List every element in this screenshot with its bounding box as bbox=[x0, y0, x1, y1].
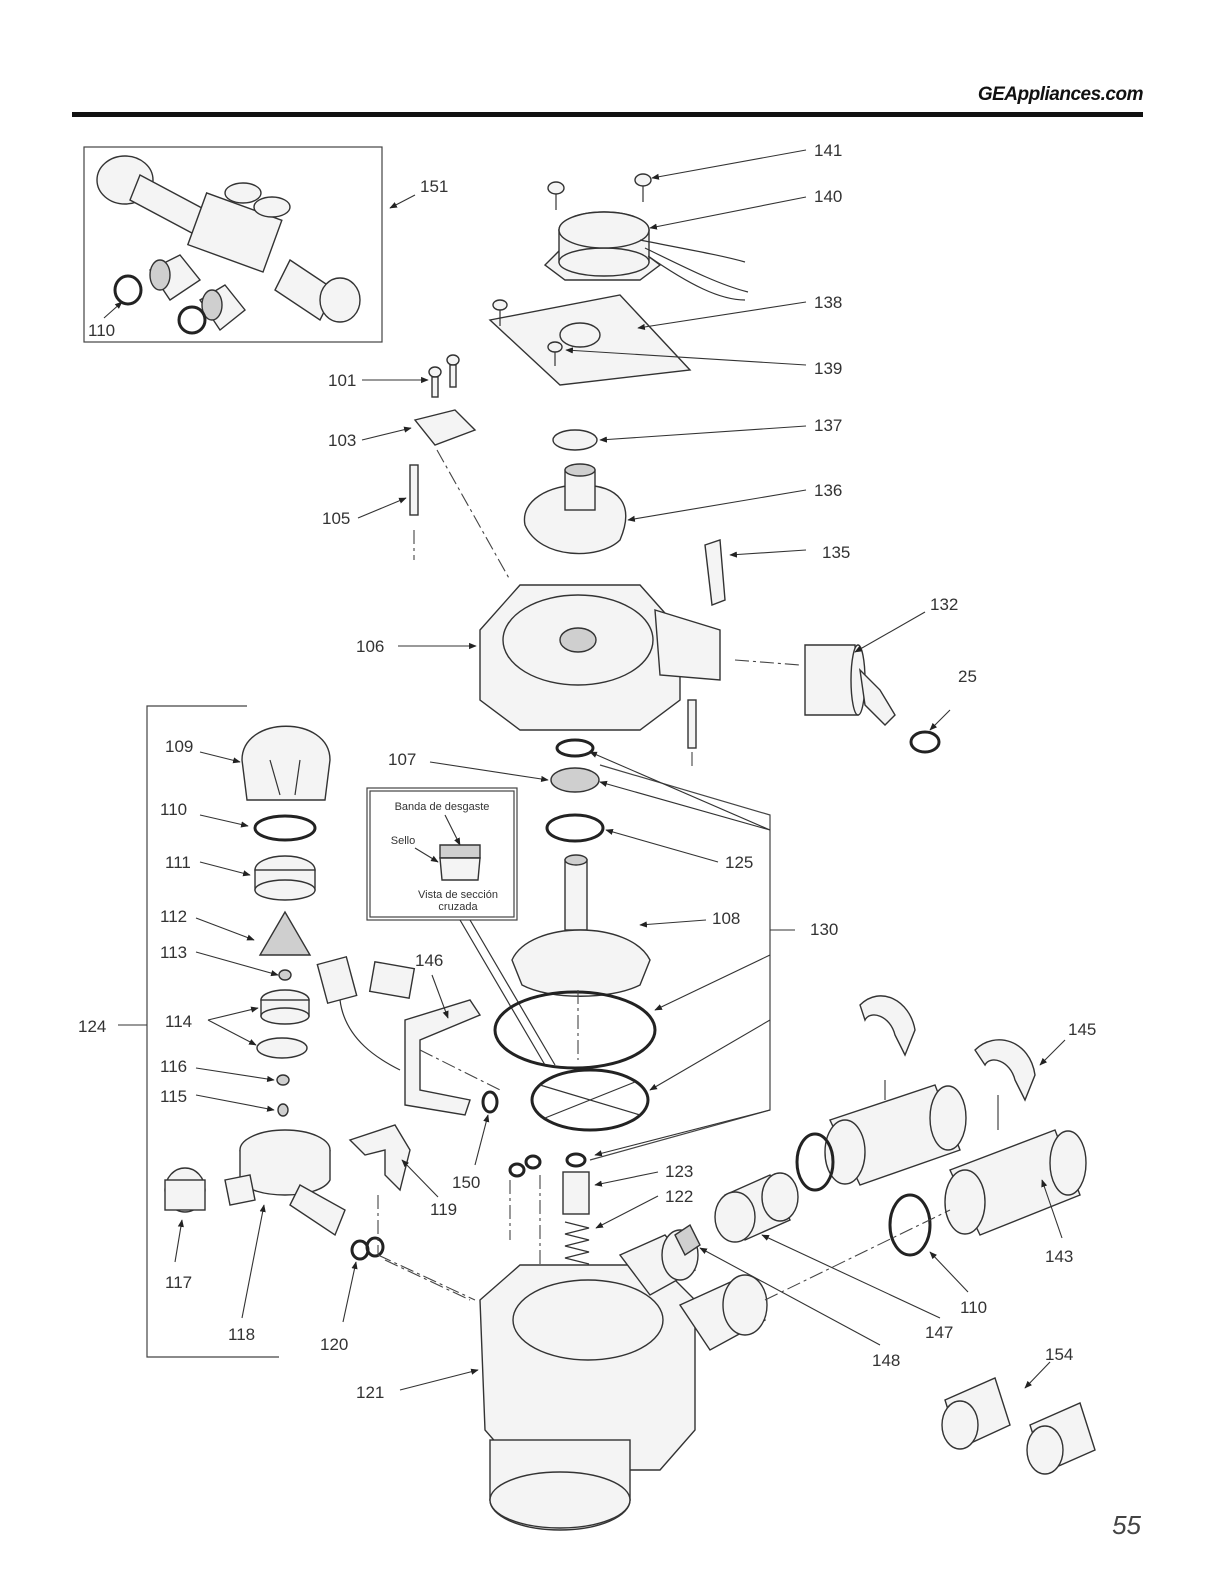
callout-117: 117 bbox=[165, 1273, 192, 1292]
adapter-clip-145-left bbox=[860, 996, 915, 1055]
insert-123 bbox=[563, 1172, 589, 1214]
callout-123: 123 bbox=[665, 1162, 693, 1181]
callout-150: 150 bbox=[452, 1173, 480, 1192]
clip-135 bbox=[705, 540, 725, 605]
oring-110-right bbox=[890, 1195, 930, 1255]
coupling-154-right bbox=[1027, 1403, 1095, 1474]
inset-caption-2: cruzada bbox=[438, 901, 478, 913]
callout-118: 118 bbox=[228, 1325, 255, 1344]
spring-122 bbox=[565, 1222, 589, 1264]
piston-assembly-108 bbox=[512, 855, 650, 996]
callout-136: 136 bbox=[814, 481, 842, 500]
callout-105: 105 bbox=[322, 509, 350, 528]
callout-125: 125 bbox=[725, 853, 753, 872]
callout-146: 146 bbox=[415, 951, 443, 970]
wear-band-section bbox=[440, 845, 480, 858]
brine-valve-body-118 bbox=[225, 1130, 345, 1235]
micro-switch-drawing bbox=[410, 355, 475, 515]
housing-114 bbox=[257, 990, 309, 1058]
callout-101: 101 bbox=[328, 371, 356, 390]
callout-119: 119 bbox=[430, 1200, 457, 1219]
callout-108: 108 bbox=[712, 909, 740, 928]
oring-120-b bbox=[367, 1238, 383, 1256]
callout-151: 151 bbox=[420, 177, 448, 196]
inset-caption-1: Vista de sección bbox=[418, 889, 498, 901]
callout-139: 139 bbox=[814, 359, 842, 378]
callout-120: 120 bbox=[320, 1335, 348, 1354]
bypass-valve-drawing bbox=[97, 156, 360, 333]
callout-103: 103 bbox=[328, 431, 356, 450]
valve-cover-106 bbox=[480, 585, 720, 730]
oring-120-a bbox=[352, 1241, 368, 1259]
adapter-143-right bbox=[945, 1130, 1086, 1235]
callout-110a: 110 bbox=[88, 321, 115, 340]
screw-141-right bbox=[635, 174, 651, 202]
seal-section bbox=[440, 858, 480, 880]
coupling-154-left bbox=[942, 1378, 1010, 1449]
inset-title: Banda de desgaste bbox=[395, 801, 490, 813]
retainer-115 bbox=[278, 1104, 288, 1116]
wire-harness-146 bbox=[317, 957, 480, 1115]
callout-116: 116 bbox=[160, 1057, 187, 1076]
page-number: 55 bbox=[1112, 1510, 1141, 1541]
oring-large bbox=[495, 992, 655, 1068]
callout-145: 145 bbox=[1068, 1020, 1096, 1039]
callout-110c: 110 bbox=[960, 1298, 987, 1317]
callout-107: 107 bbox=[388, 750, 416, 769]
callout-124: 124 bbox=[78, 1017, 106, 1036]
ring-125 bbox=[547, 815, 603, 841]
screw-drawing bbox=[688, 700, 696, 748]
oring-150 bbox=[483, 1092, 497, 1112]
clip-119 bbox=[350, 1125, 410, 1190]
callout-111: 111 bbox=[165, 853, 191, 872]
oring-upper bbox=[557, 740, 593, 756]
callout-138: 138 bbox=[814, 293, 842, 312]
spacer-disc bbox=[532, 1070, 648, 1130]
callout-143: 143 bbox=[1045, 1247, 1073, 1266]
insert-147 bbox=[715, 1173, 798, 1242]
callout-135: 135 bbox=[822, 543, 850, 562]
callout-113: 113 bbox=[160, 943, 187, 962]
oring-110 bbox=[255, 816, 315, 840]
adapter-143-left bbox=[825, 1085, 966, 1185]
callout-154: 154 bbox=[1045, 1345, 1073, 1364]
nut-117 bbox=[165, 1168, 205, 1212]
callout-122: 122 bbox=[665, 1187, 693, 1206]
callout-132: 132 bbox=[930, 595, 958, 614]
flow-control-113 bbox=[279, 970, 291, 980]
clamp-25 bbox=[911, 732, 939, 752]
seal-137 bbox=[553, 430, 597, 450]
callout-106: 106 bbox=[356, 637, 384, 656]
callout-115: 115 bbox=[160, 1087, 187, 1106]
timer-motor-drawing bbox=[545, 212, 748, 300]
nut-111 bbox=[255, 856, 315, 900]
seal-107 bbox=[551, 768, 599, 792]
small-oring-b bbox=[526, 1156, 540, 1168]
inset-seal-label: Sello bbox=[391, 835, 415, 847]
callout-137: 137 bbox=[814, 416, 842, 435]
callout-110b: 110 bbox=[160, 800, 187, 819]
screw-141-left bbox=[548, 182, 564, 210]
callout-25: 25 bbox=[958, 667, 977, 686]
callout-141: 141 bbox=[814, 141, 842, 160]
valve-body-121 bbox=[480, 1230, 767, 1530]
callout-140: 140 bbox=[814, 187, 842, 206]
callout-148: 148 bbox=[872, 1351, 900, 1370]
cap-109 bbox=[242, 726, 330, 800]
mounting-plate-drawing bbox=[490, 295, 690, 385]
callout-114: 114 bbox=[165, 1012, 192, 1031]
callout-121: 121 bbox=[356, 1383, 384, 1402]
callout-109: 109 bbox=[165, 737, 193, 756]
adapter-clip-145-right bbox=[975, 1040, 1035, 1100]
ball-116 bbox=[277, 1075, 289, 1085]
small-oring-a bbox=[510, 1164, 524, 1176]
screen-112 bbox=[260, 912, 310, 955]
callout-112: 112 bbox=[160, 907, 187, 926]
drain-fitting-132 bbox=[805, 645, 895, 725]
callout-130: 130 bbox=[810, 920, 838, 939]
callout-147: 147 bbox=[925, 1323, 953, 1342]
small-oring-c bbox=[567, 1154, 585, 1166]
drive-gear-136 bbox=[524, 464, 625, 554]
